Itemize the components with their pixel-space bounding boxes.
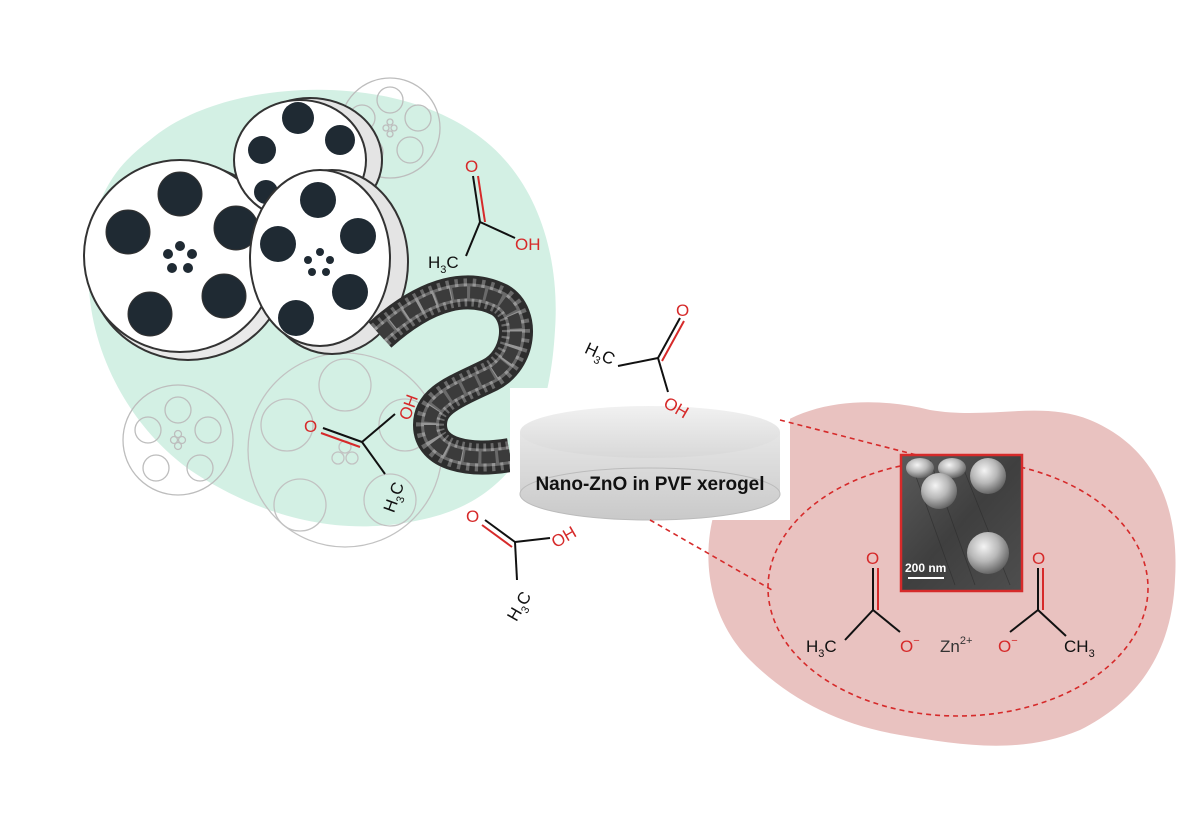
methyl-label: H3C [428, 253, 459, 276]
methyl-label: H3C [380, 480, 412, 517]
ch3-label: CH3 [1064, 637, 1095, 660]
film-strip [368, 275, 533, 475]
methyl-label: H3C [580, 339, 618, 373]
faint-reel-outline-left [122, 384, 234, 496]
scale-bar-label: 200 nm [905, 561, 946, 575]
acetic-acid-molecule-4: O OH H3C [466, 507, 580, 626]
oxygen-label: O [304, 417, 317, 436]
methyl-label: H3C [806, 637, 837, 660]
carboxylate-oxygen-label: O− [900, 635, 920, 656]
oxygen-label: O [465, 157, 478, 176]
disc-label: Nano-ZnO in PVF xerogel [535, 474, 764, 495]
zinc-acetate-structure: O O− H3C Zn2+ O O− CH3 [806, 549, 1095, 660]
zinc-ion-label: Zn2+ [940, 635, 972, 656]
xerogel-disc: Nano-ZnO in PVF xerogel [510, 388, 790, 521]
film-reel-right [249, 169, 409, 355]
film-reel-left [83, 159, 289, 361]
sem-image-inset: 200 nm [899, 453, 1024, 593]
oxygen-label: O [1032, 549, 1045, 568]
acetic-acid-molecule-1: O OH H3C [428, 157, 541, 276]
hydroxyl-label: OH [548, 523, 580, 552]
carboxylate-oxygen-label: O− [998, 635, 1018, 656]
oxygen-label: O [466, 507, 479, 526]
oxygen-label: O [866, 549, 879, 568]
methyl-label: H3C [503, 588, 538, 626]
hydroxyl-label: OH [515, 235, 541, 254]
oxygen-label: O [676, 301, 689, 320]
